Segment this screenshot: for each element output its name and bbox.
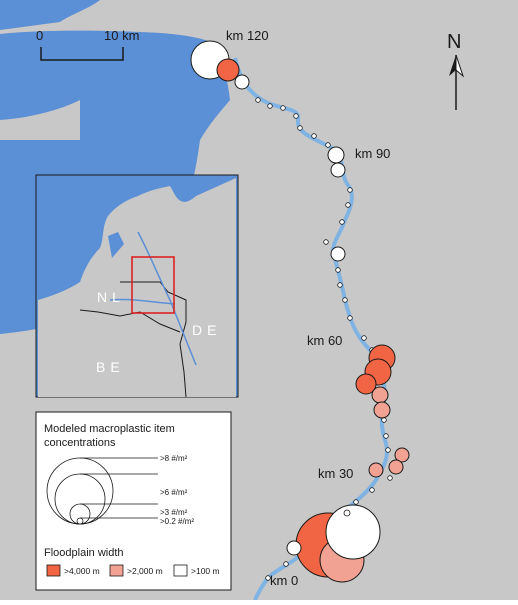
scale-start-label: 0 [36, 28, 43, 43]
legend-swatch-4000 [46, 564, 61, 577]
legend-size-label-8: >8 #/m² [160, 454, 188, 463]
circle-km60-c [355, 373, 377, 395]
inset-label-de: DE [192, 322, 221, 338]
river-point-inner [343, 509, 351, 517]
legend-width-title: Floodplain width [44, 547, 124, 559]
circle-km120-red [216, 58, 240, 82]
concentration-circles [190, 40, 410, 583]
legend-size-label-3: >3 #/m² [160, 508, 188, 517]
north-label: N [447, 31, 461, 53]
km-label-30: km 30 [318, 466, 353, 481]
legend-title-line2: concentrations [44, 437, 116, 449]
inset-label-be: BE [96, 359, 125, 375]
scale-bar: 0 10 km [36, 28, 139, 61]
km-labels: km 120 km 90 km 60 km 30 km 0 [226, 28, 390, 588]
circle-km70 [330, 246, 346, 262]
km-label-90: km 90 [355, 146, 390, 161]
water-body-top [0, 0, 100, 30]
north-arrow: N [447, 31, 465, 110]
circle-km55-b [373, 401, 391, 419]
circle-km30-b [388, 459, 404, 475]
legend-swatch-2000 [109, 564, 124, 577]
inset-study-area [131, 256, 175, 314]
legend-size-label-0-2: >0.2 #/m² [160, 517, 194, 526]
circle-km30-c [368, 462, 384, 478]
north-arrow-icon [449, 55, 456, 76]
inset-label-nl: NL [97, 289, 125, 305]
km-label-120: km 120 [226, 28, 269, 43]
legend-swatch-100 [173, 564, 188, 577]
legend-frame [35, 411, 232, 591]
km-label-60: km 60 [307, 333, 342, 348]
land-peninsula [0, 100, 80, 140]
circle-km55-a [371, 386, 389, 404]
legend-size-label-6: >6 #/m² [160, 488, 188, 497]
circle-km10-c [325, 504, 381, 560]
legend: Modeled macroplastic item concentrations… [35, 411, 232, 591]
circle-km90-b [330, 162, 346, 178]
legend-width-label-2000: >2,000 m [127, 566, 163, 576]
legend-width-label-100: >100 m [191, 566, 220, 576]
circle-km120-small [234, 74, 250, 90]
legend-width-label-4000: >4,000 m [64, 566, 100, 576]
km-label-0: km 0 [270, 573, 298, 588]
circle-km5 [286, 540, 302, 556]
circle-km90-a [327, 146, 345, 164]
inset-map: NL BE DE [35, 174, 239, 398]
scale-end-label: 10 km [104, 28, 139, 43]
legend-title-line1: Modeled macroplastic item [44, 423, 175, 435]
legend-size-circles [46, 457, 158, 525]
circle-km30-a [394, 447, 410, 463]
